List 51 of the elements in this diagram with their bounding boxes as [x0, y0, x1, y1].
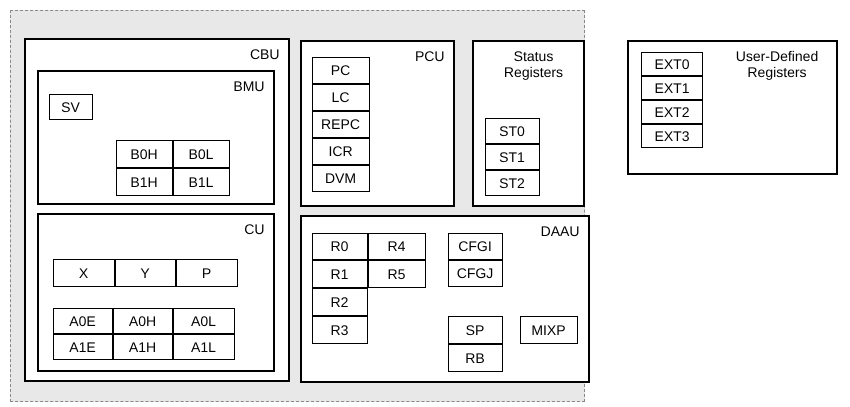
register-box: R2: [312, 288, 368, 316]
register-box: A0E: [52, 308, 112, 334]
unit-title: DAAU: [540, 222, 580, 238]
register-box: A1E: [52, 334, 112, 360]
register-box: ICR: [312, 138, 370, 164]
register-box: LC: [312, 84, 370, 110]
unit-title: User-Defined Registers: [734, 48, 820, 80]
unit-frame: [300, 40, 454, 206]
register-box: A1H: [112, 334, 172, 360]
register-box: EXT1: [641, 76, 703, 100]
unit-frame: [472, 40, 584, 206]
register-box: B1L: [172, 168, 230, 196]
register-box: B0H: [116, 140, 172, 168]
unit-frame: [300, 214, 590, 382]
register-box: P: [176, 258, 238, 286]
unit-title: CU: [244, 220, 264, 236]
unit-title: PCU: [414, 48, 444, 64]
register-box: R1: [312, 260, 368, 288]
register-box: ST2: [484, 170, 540, 196]
register-box: ST1: [484, 144, 540, 170]
unit-title: BMU: [233, 78, 264, 94]
unit-frame: [36, 70, 274, 204]
register-box: RB: [448, 344, 502, 372]
register-box: B1H: [116, 168, 172, 196]
register-box: A0L: [172, 308, 234, 334]
register-box: R3: [312, 316, 368, 344]
unit-title: Status Registers: [502, 48, 564, 80]
register-box: Y: [114, 258, 176, 286]
register-box: B0L: [172, 140, 230, 168]
register-box: A0H: [112, 308, 172, 334]
register-box: CFGJ: [448, 260, 502, 286]
register-box: PC: [312, 56, 370, 84]
register-box: MIXP: [520, 316, 578, 344]
unit-frame: [36, 212, 274, 372]
register-box: R0: [312, 232, 368, 260]
register-box: EXT0: [641, 52, 703, 76]
register-box: R5: [368, 260, 426, 288]
register-box: SV: [48, 94, 92, 120]
register-box: REPC: [312, 110, 370, 138]
register-box: EXT2: [641, 100, 703, 124]
register-box: EXT3: [641, 124, 703, 148]
register-box: A1L: [172, 334, 234, 360]
register-box: DVM: [312, 164, 370, 192]
unit-frame: [24, 38, 290, 382]
register-box: ST0: [484, 118, 540, 144]
unit-title: CBU: [250, 46, 280, 62]
register-box: R4: [368, 232, 426, 260]
unit-frame: [627, 40, 838, 175]
register-box: X: [52, 258, 114, 286]
register-box: SP: [448, 316, 502, 344]
register-box: CFGI: [448, 232, 502, 260]
